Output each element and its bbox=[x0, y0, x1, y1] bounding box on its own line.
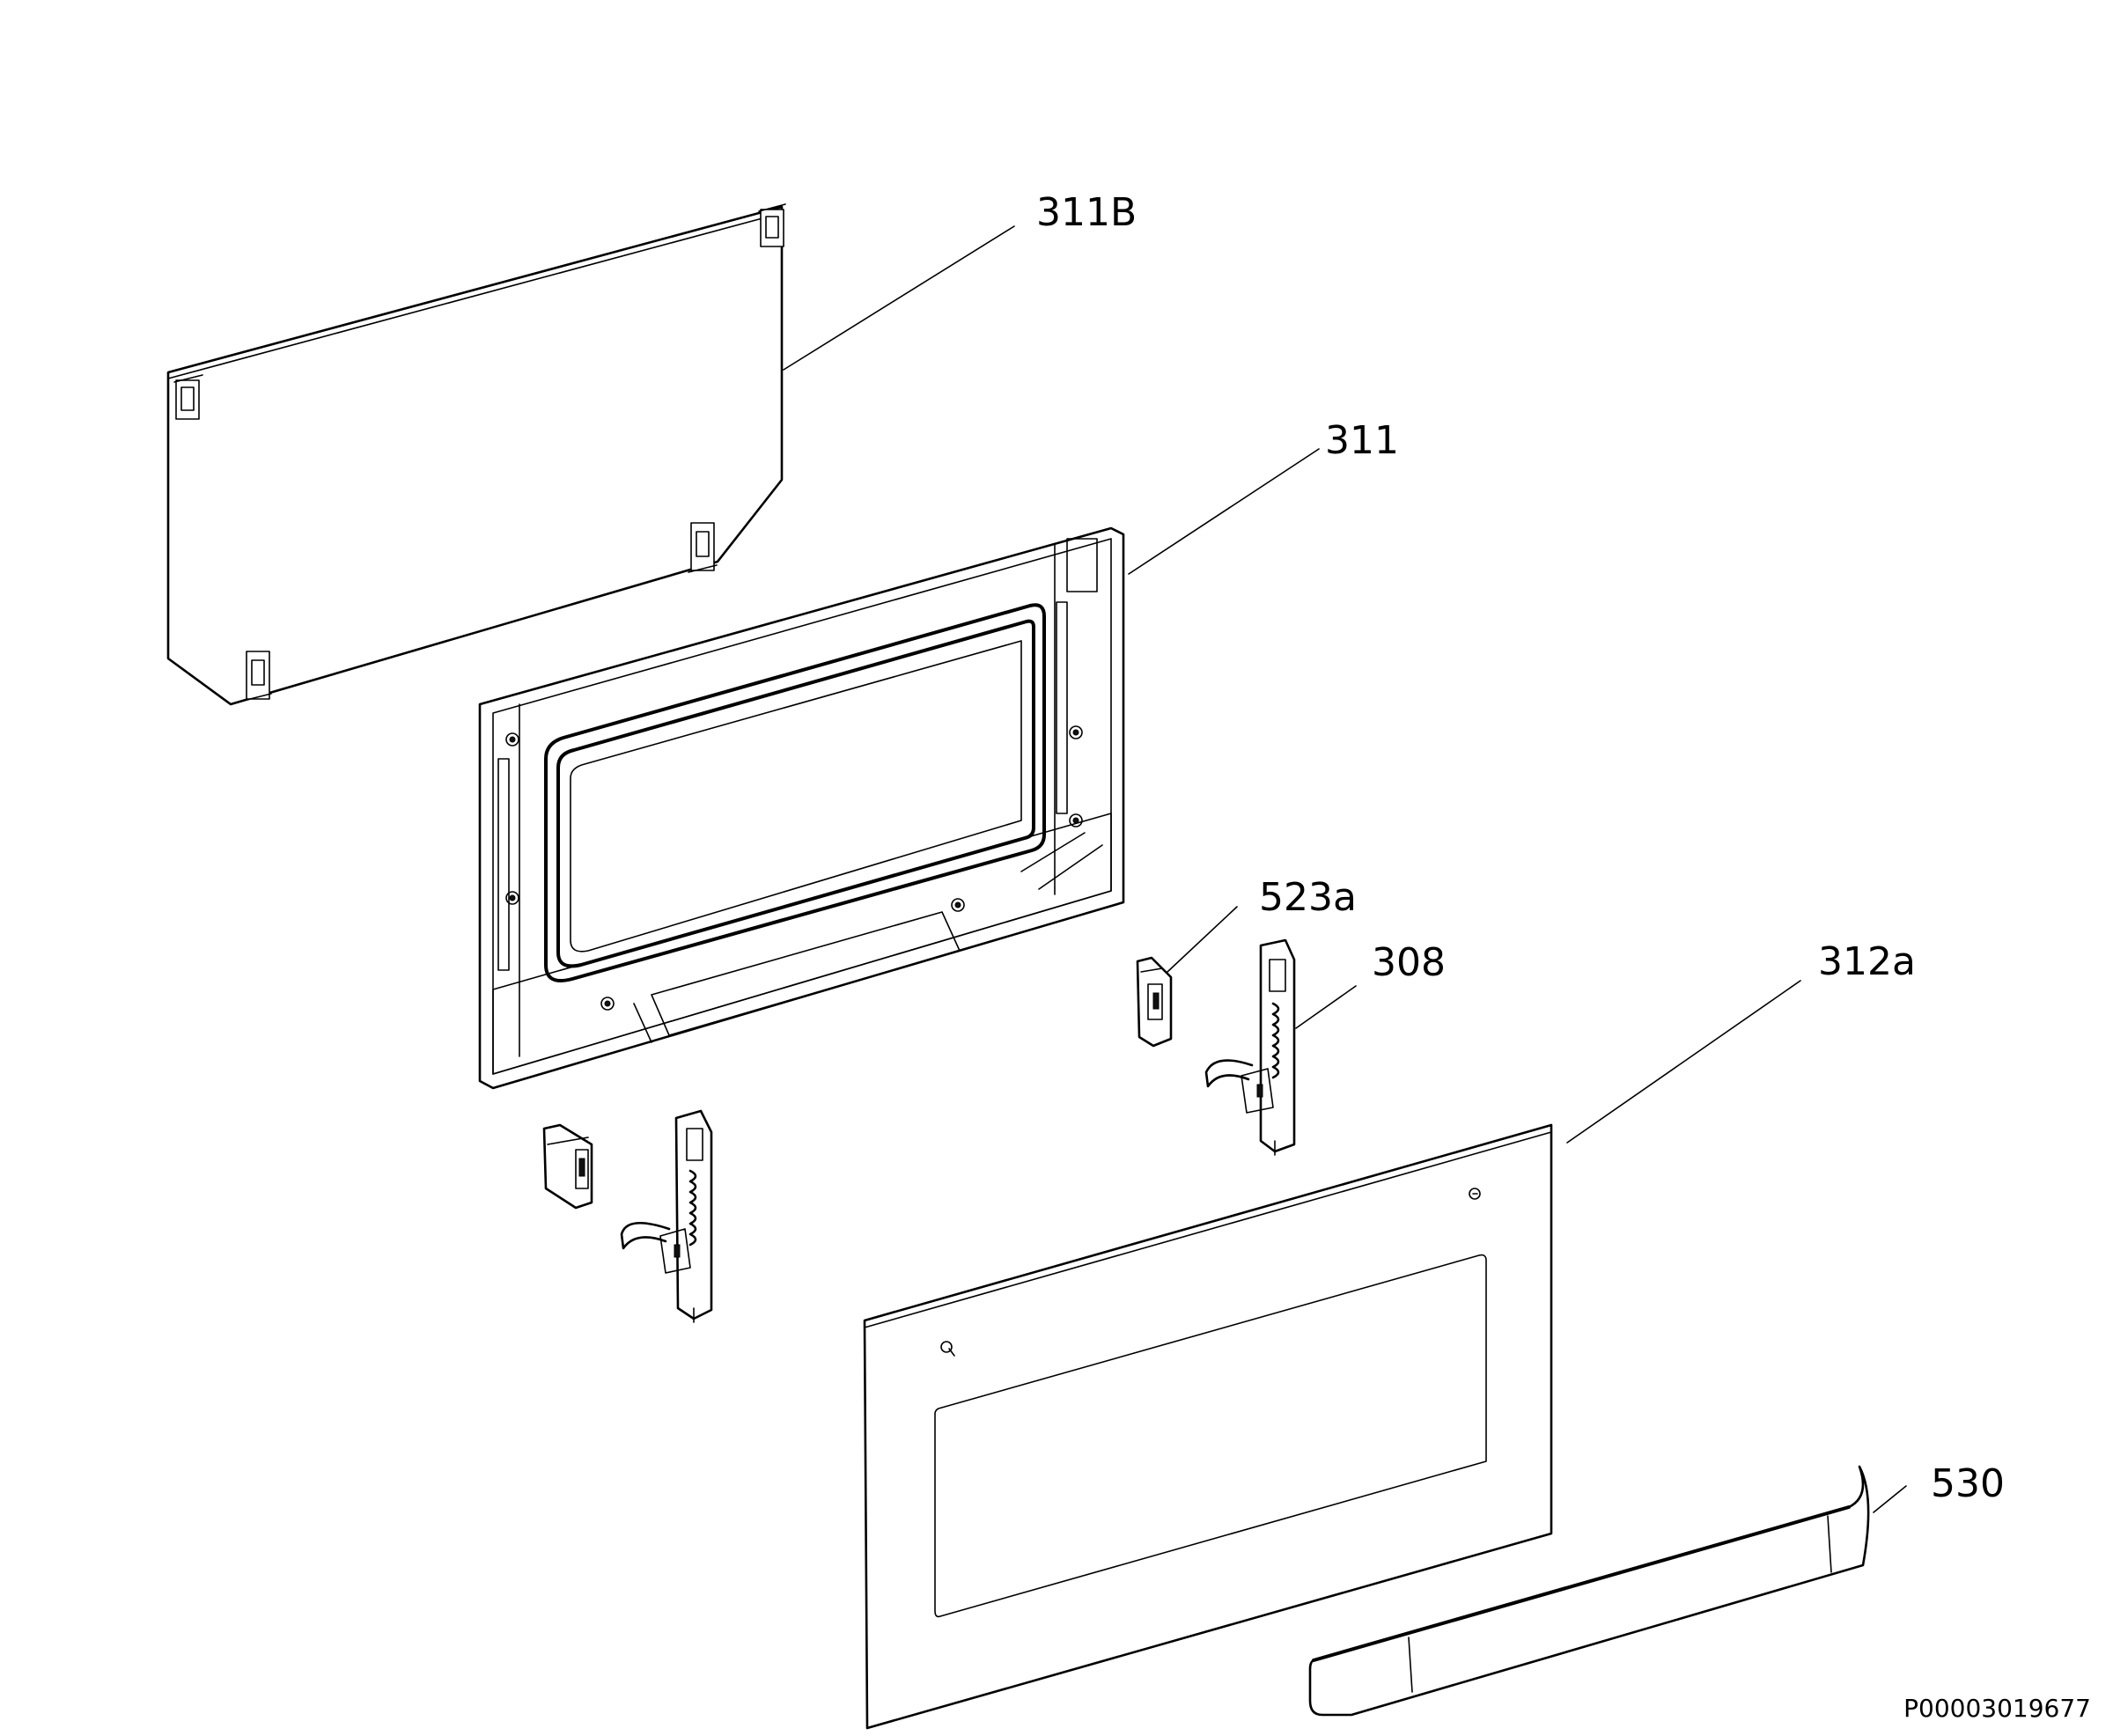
glass-clip-bottom-left bbox=[242, 651, 272, 702]
diagram-reference-code: P00003019677 bbox=[1903, 1694, 2091, 1723]
part-530-handle bbox=[1308, 1465, 1870, 1717]
leader-530 bbox=[1873, 1485, 1907, 1513]
label-523a: 523a bbox=[1259, 875, 1357, 920]
leader-311 bbox=[1128, 448, 1320, 575]
part-523a-hinge-receiver-left bbox=[542, 1123, 593, 1210]
part-308-hinge-right bbox=[1204, 938, 1296, 1156]
part-312a-outer-glass bbox=[863, 1123, 1553, 1730]
label-311: 311 bbox=[1325, 418, 1399, 463]
label-311B: 311B bbox=[1036, 190, 1137, 235]
label-312a: 312a bbox=[1818, 939, 1916, 984]
glass-clip-top-left bbox=[173, 374, 203, 420]
part-311B-inner-glass bbox=[166, 203, 786, 706]
part-311-door-frame bbox=[478, 526, 1125, 1090]
leader-312a bbox=[1566, 980, 1801, 1144]
label-530: 530 bbox=[1931, 1461, 2005, 1506]
leader-311B bbox=[783, 225, 1015, 371]
label-308: 308 bbox=[1372, 940, 1446, 985]
glass-clip-top-right bbox=[758, 203, 786, 247]
leader-523a bbox=[1167, 906, 1238, 973]
leader-308 bbox=[1295, 985, 1357, 1029]
glass-clip-bottom-right bbox=[688, 522, 718, 573]
leader-lines bbox=[783, 225, 1907, 1513]
part-308-hinge-left bbox=[620, 1109, 713, 1323]
part-523a-hinge-receiver-right bbox=[1136, 956, 1173, 1048]
